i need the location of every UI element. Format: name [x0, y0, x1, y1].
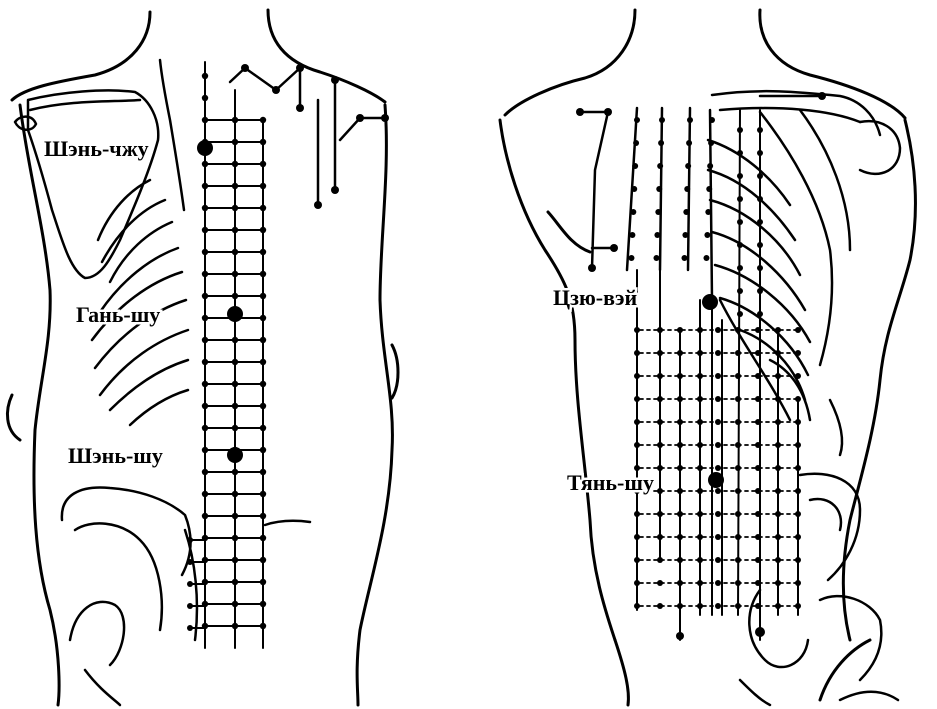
back-body-outline [7, 10, 398, 705]
front-channel-grid [628, 110, 801, 640]
point-tszyu-vei [702, 294, 718, 310]
point-shen-shu [227, 447, 243, 463]
point-tyan-shu [708, 472, 724, 488]
pelvis-left [62, 487, 310, 705]
pelvis-right [740, 474, 898, 705]
label-shen-shu: Шэнь-шу [68, 443, 163, 468]
front-upper-points [576, 92, 826, 272]
scapula-left [15, 90, 158, 278]
ribs-left [92, 60, 188, 425]
label-tyan-shu: Тянь-шу [567, 470, 654, 495]
point-shen-chzhu [197, 140, 213, 156]
front-body-outline [500, 10, 915, 705]
label-shen-chzhu: Шэнь-чжу [44, 136, 149, 161]
major-acupoints [197, 140, 724, 488]
label-tszyu-vei: Цзю-вэй [553, 285, 637, 310]
label-gan-shu: Гань-шу [76, 302, 160, 327]
point-gan-shu [227, 306, 243, 322]
